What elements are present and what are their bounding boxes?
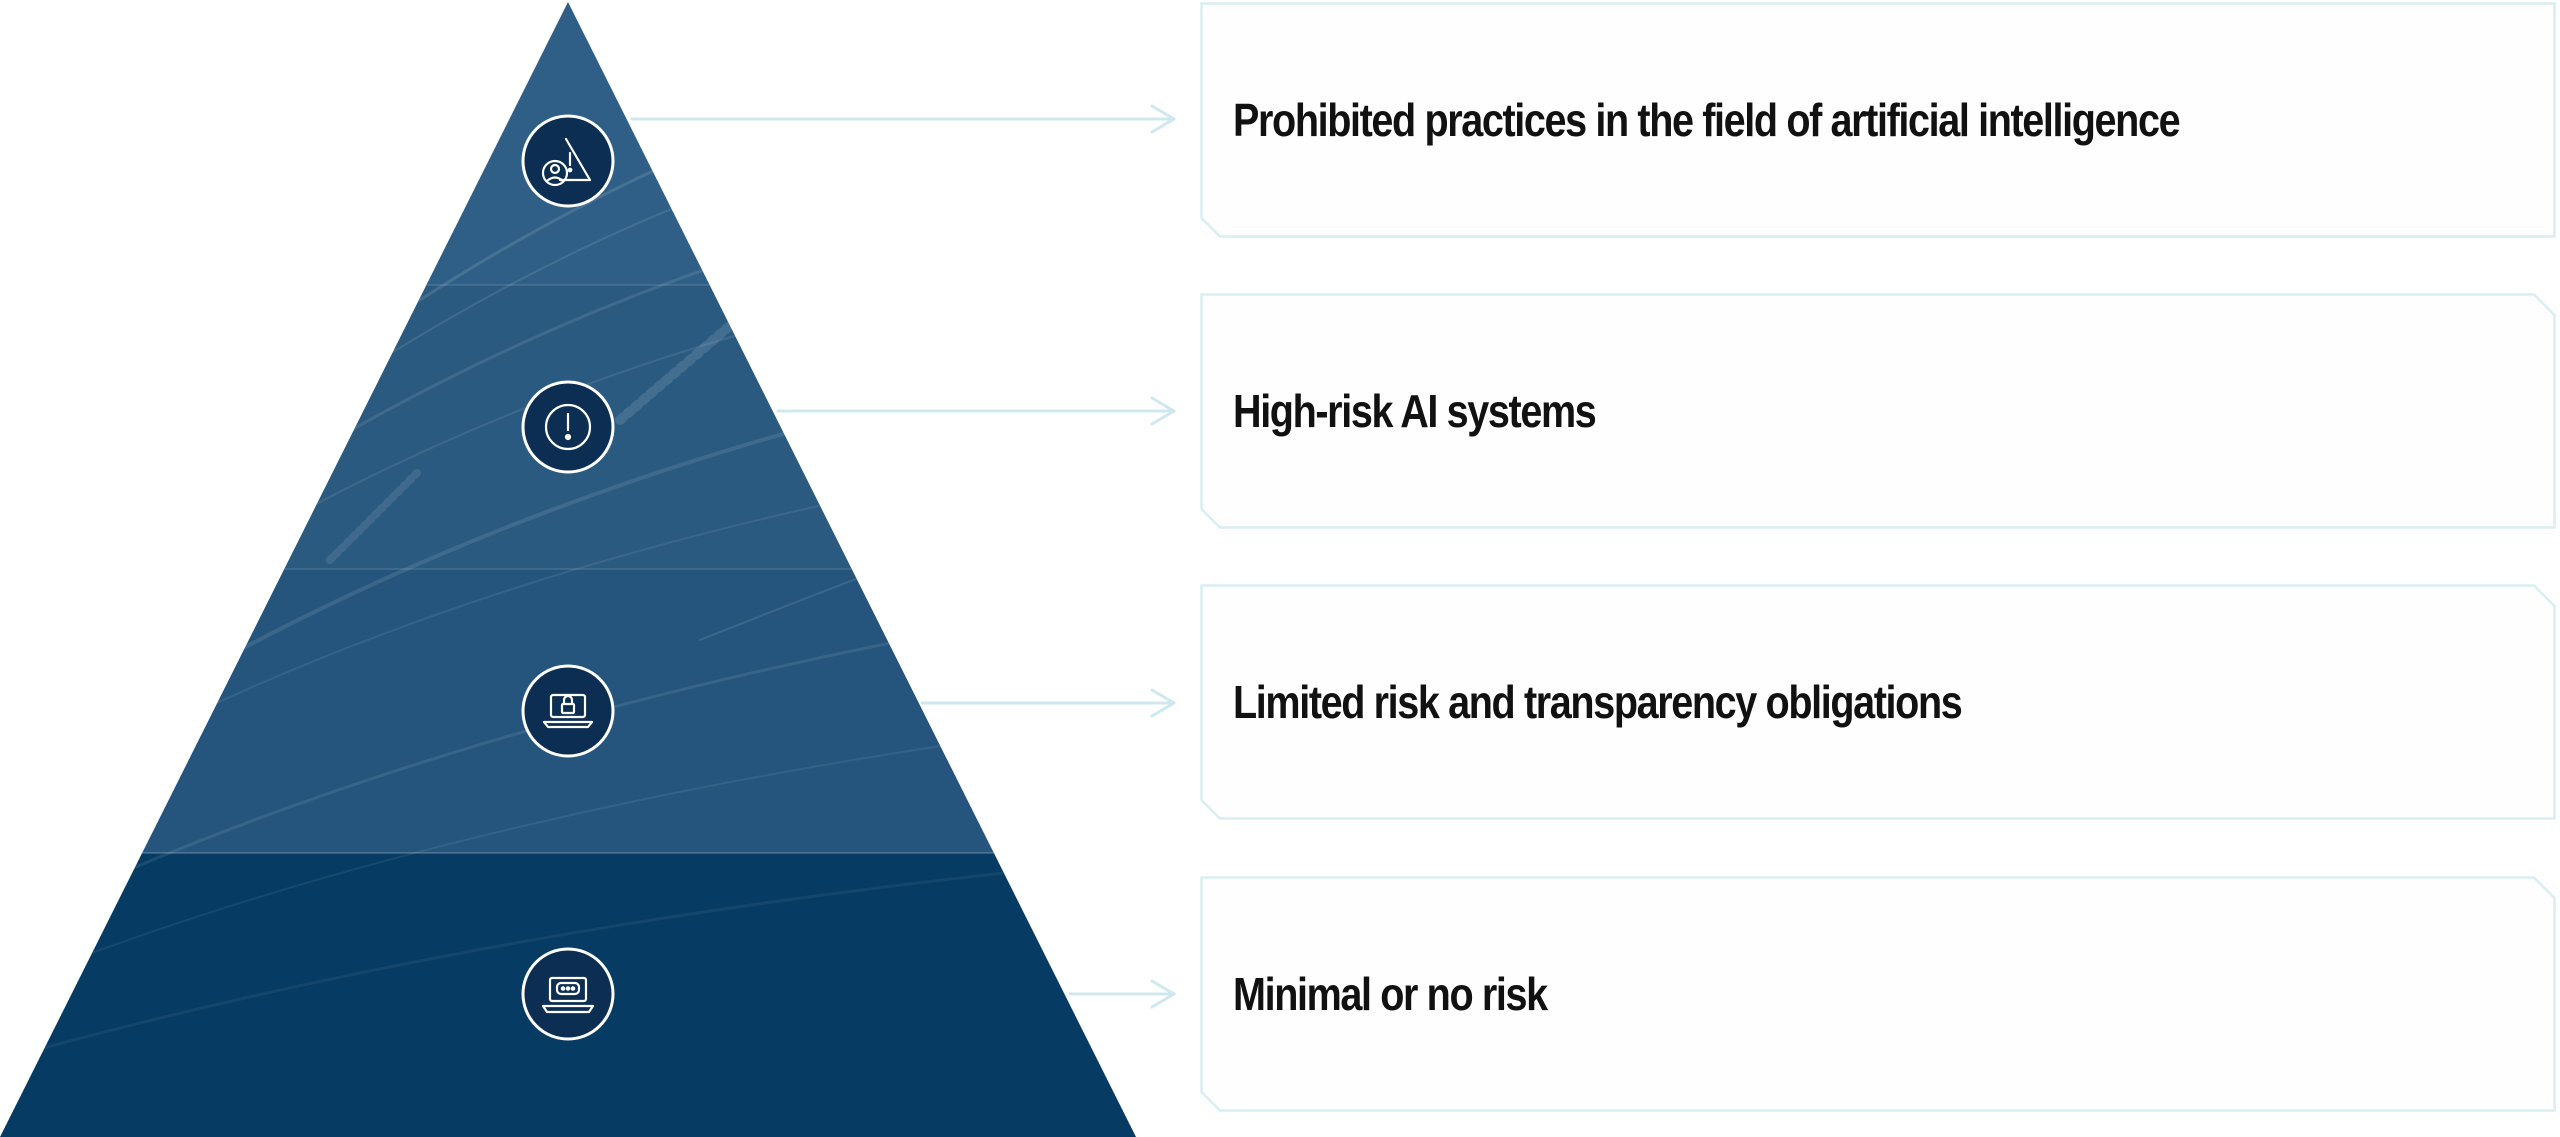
card-frame <box>1200 584 2556 820</box>
connector-arrow-1 <box>776 396 1176 426</box>
connector-arrows <box>630 104 1176 1009</box>
tier-icon-badge-1 <box>521 380 615 474</box>
card-label: Limited risk and transparency obligation… <box>1233 676 1963 728</box>
card-label: Minimal or no risk <box>1233 968 1548 1020</box>
risk-card-limited-risk: Limited risk and transparency obligation… <box>1200 584 2556 820</box>
exclamation-circle-icon <box>544 403 592 451</box>
tier-icon-badge-0 <box>521 114 615 208</box>
risk-card-prohibited: Prohibited practices in the field of art… <box>1200 2 2556 238</box>
connector-arrow-2 <box>920 688 1176 718</box>
card-frame <box>1200 293 2556 529</box>
card-label: Prohibited practices in the field of art… <box>1233 94 2181 146</box>
card-frame <box>1200 876 2556 1112</box>
risk-card-high-risk: High-risk AI systems <box>1200 293 2556 529</box>
laptop-lock-icon <box>542 693 594 729</box>
connector-arrow-3 <box>1068 979 1176 1009</box>
laptop-chat-icon <box>541 976 595 1014</box>
person-warning-triangle-icon <box>541 137 592 187</box>
tier-icon-badge-2 <box>521 664 615 758</box>
card-frame <box>1200 2 2556 238</box>
connector-arrow-0 <box>630 104 1176 134</box>
risk-card-minimal-risk: Minimal or no risk <box>1200 876 2556 1112</box>
tier-icon-badge-3 <box>521 947 615 1041</box>
card-label: High-risk AI systems <box>1233 385 1597 437</box>
